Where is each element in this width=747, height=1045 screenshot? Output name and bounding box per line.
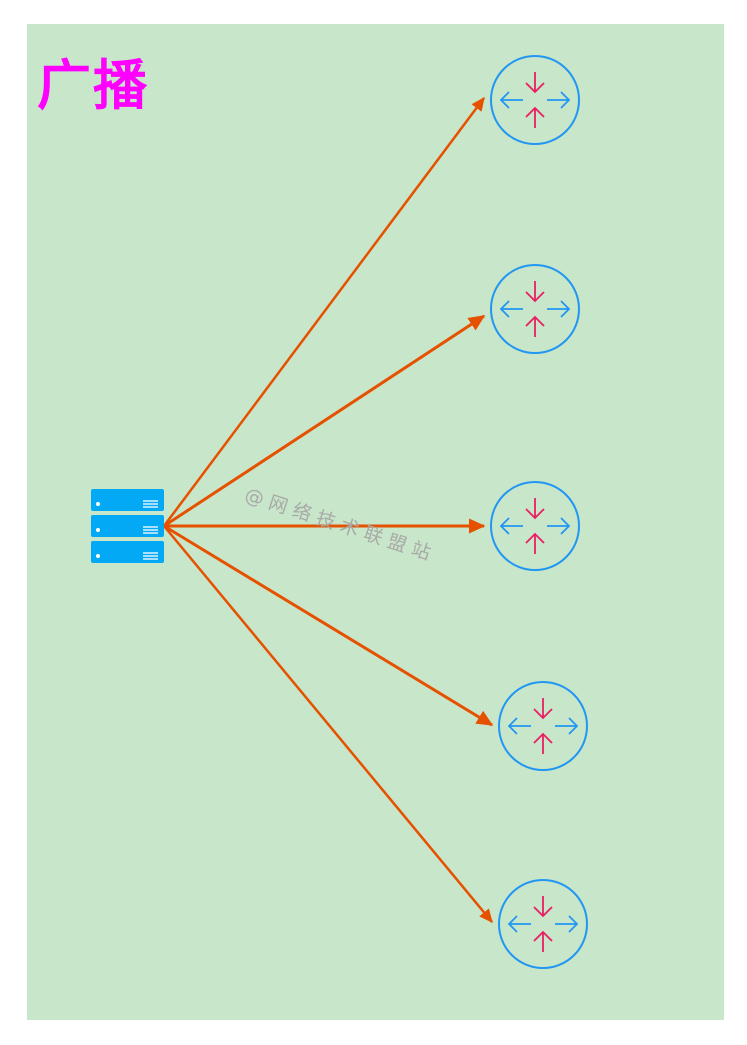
router-icon [490, 264, 580, 354]
arrow-to-router-5 [163, 525, 493, 923]
diagram-title: 广播 [37, 53, 149, 117]
router-icon [498, 879, 588, 969]
router-icon [490, 55, 580, 145]
arrow-to-router-2 [163, 314, 486, 528]
arrow-to-router-1 [162, 96, 486, 527]
router-icon [498, 681, 588, 771]
broadcast-arrows [162, 96, 494, 923]
arrow-to-router-4 [163, 524, 494, 727]
router-icon [490, 481, 580, 571]
server-icon [91, 489, 164, 563]
